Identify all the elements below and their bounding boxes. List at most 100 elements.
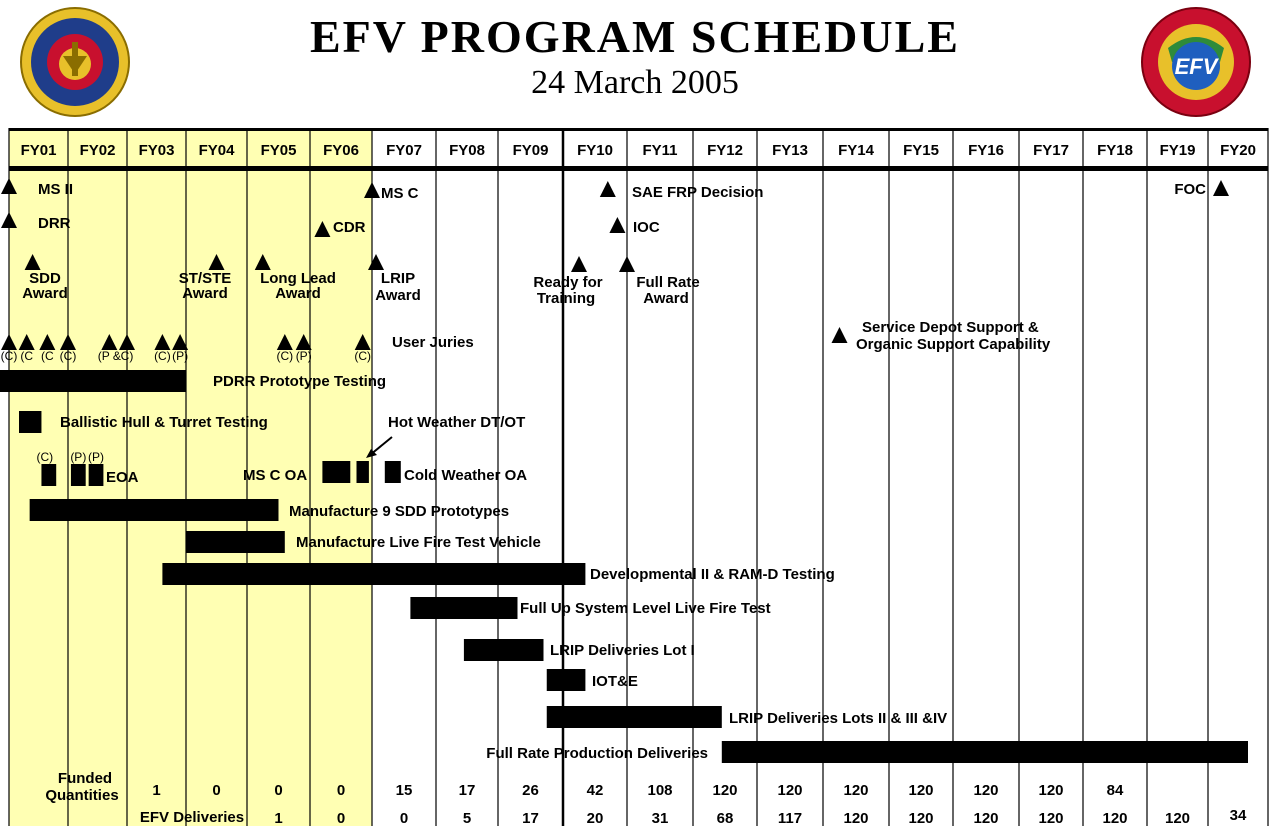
milestone-label: MS II <box>38 181 73 198</box>
efv-delivery-value: 120 <box>1102 810 1127 826</box>
milestone-marker <box>619 256 635 272</box>
navy-seal-logo <box>20 7 130 117</box>
header-bottom-border <box>9 166 1268 171</box>
funded-quantity-value: 108 <box>647 782 672 799</box>
funded-quantity-value: 120 <box>712 782 737 799</box>
fy-header-fy15: FY15 <box>903 142 939 159</box>
milestone-label: Long Lead <box>260 270 336 287</box>
activity-label: Manufacture 9 SDD Prototypes <box>289 503 509 520</box>
milestone-label: FOC <box>1174 181 1206 198</box>
activity-bar <box>721 741 1248 763</box>
user-jury-marker <box>101 334 118 350</box>
activity-label: Ballistic Hull & Turret Testing <box>60 414 268 431</box>
milestone-label: DRR <box>38 215 71 232</box>
fy-header-fy16: FY16 <box>968 142 1004 159</box>
fy-header-fy06: FY06 <box>323 142 359 159</box>
efv-delivery-value: 120 <box>1038 810 1063 826</box>
efv-delivery-value: 31 <box>652 810 669 826</box>
activity-label: EOA <box>106 469 139 486</box>
user-jury-marker <box>172 334 189 350</box>
page-date: 24 March 2005 <box>531 64 739 101</box>
efv-delivery-value: 5 <box>463 810 471 826</box>
milestone-marker <box>368 254 384 270</box>
milestone-label: SAE FRP Decision <box>632 184 763 201</box>
user-juries-label: User Juries <box>392 334 474 351</box>
activity-label: Full Rate Production Deliveries <box>486 745 708 762</box>
milestone-label: Organic Support Capability <box>856 336 1051 353</box>
efv-delivery-value: 117 <box>778 810 802 826</box>
fy-header-fy18: FY18 <box>1097 142 1133 159</box>
milestone-label: CDR <box>333 219 366 236</box>
user-jury-marker <box>295 334 312 350</box>
efv-delivery-value: 120 <box>973 810 998 826</box>
fy-header-fy07: FY07 <box>386 142 422 159</box>
milestone-label: Service Depot Support & <box>862 319 1039 336</box>
funded-quantity-value: 120 <box>973 782 998 799</box>
fy-header-fy10: FY10 <box>577 142 613 159</box>
fy-header-fy19: FY19 <box>1160 142 1196 159</box>
activity-bar <box>186 531 285 553</box>
funded-quantity-value: 120 <box>777 782 802 799</box>
activity-bar <box>410 597 518 619</box>
milestone-marker <box>599 181 616 197</box>
user-jury-marker <box>276 334 293 350</box>
milestone-marker <box>1 212 17 228</box>
milestone-marker <box>1213 180 1229 196</box>
milestone-label: Full Rate <box>636 274 699 291</box>
fy-header-fy17: FY17 <box>1033 142 1069 159</box>
efv-delivery-value: 0 <box>337 810 345 826</box>
funded-quantity-value: 84 <box>1107 782 1124 799</box>
fy-header-fy02: FY02 <box>80 142 116 159</box>
efv-deliveries-label: EFV Deliveries <box>140 809 244 826</box>
funded-quantity-value: 0 <box>274 782 282 799</box>
activity-bar <box>0 370 187 392</box>
user-jury-tag: (C <box>41 349 54 363</box>
activity-label: IOT&E <box>592 673 638 690</box>
milestone-marker <box>609 217 626 233</box>
funded-quantity-value: 120 <box>1038 782 1063 799</box>
milestone-marker <box>24 254 41 270</box>
fy-header-fy04: FY04 <box>199 142 236 159</box>
user-jury-marker <box>18 334 35 350</box>
activity-label: Developmental II & RAM-D Testing <box>590 566 835 583</box>
funded-quantity-value: 15 <box>396 782 413 799</box>
activity-label: PDRR Prototype Testing <box>213 373 386 390</box>
eoa-tag: (P) <box>88 450 104 464</box>
funded-quantity-value: 17 <box>459 782 476 799</box>
activity-label: Cold Weather OA <box>404 467 527 484</box>
fy-header-fy13: FY13 <box>772 142 808 159</box>
user-jury-tag: (P) <box>172 349 188 363</box>
user-jury-tag: (C) <box>60 349 77 363</box>
activity-bar <box>322 461 351 483</box>
eoa-tag: (C) <box>36 450 53 464</box>
funded-quantity-value: 1 <box>152 782 160 799</box>
milestone-label: LRIP <box>381 270 415 287</box>
header-top-border <box>9 128 1268 131</box>
sdd-phase-highlight <box>9 128 372 826</box>
page-title: EFV PROGRAM SCHEDULE <box>310 11 960 62</box>
milestone-label: SDD <box>29 270 61 287</box>
efv-delivery-value: 0 <box>400 810 408 826</box>
funded-quantity-value: 120 <box>908 782 933 799</box>
milestone-marker <box>208 254 225 270</box>
milestone-label: Award <box>275 285 321 302</box>
user-jury-tag: (C) <box>354 349 371 363</box>
activity-bar <box>162 563 586 585</box>
user-jury-tag: (C) <box>276 349 293 363</box>
activity-bar <box>546 669 586 691</box>
milestone-marker <box>571 256 587 272</box>
milestone-label: IOC <box>633 219 660 236</box>
activity-bar <box>29 499 279 521</box>
funded-quantity-value: 120 <box>843 782 868 799</box>
fy-header-fy03: FY03 <box>139 142 175 159</box>
user-jury-tag: (C <box>20 349 33 363</box>
user-jury-marker <box>354 334 371 350</box>
efv-delivery-value: 17 <box>522 810 539 826</box>
efv-delivery-value: 20 <box>587 810 604 826</box>
efv-seal-logo: EFV <box>1141 7 1251 117</box>
efv-delivery-value: 34 <box>1230 807 1247 824</box>
milestone-label: Award <box>182 285 228 302</box>
user-jury-marker <box>1 334 17 350</box>
efv-delivery-value: 120 <box>1165 810 1190 826</box>
